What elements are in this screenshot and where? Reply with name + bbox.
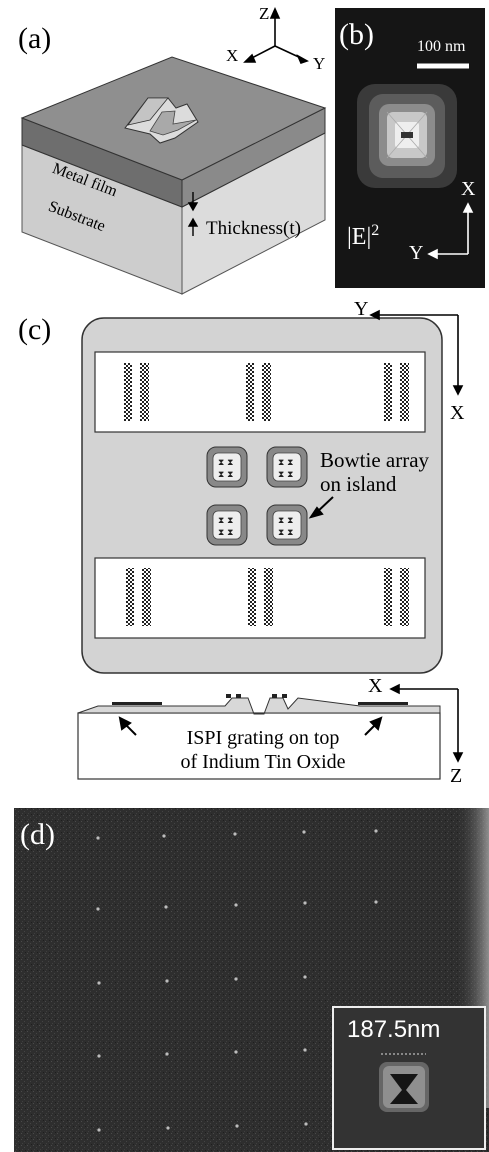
panel-d-label: (d) [20,818,55,851]
axis-z-label: Z [259,4,270,23]
panel-c-label: (c) [18,313,52,346]
top-grating-window [94,351,426,433]
bowtie-dots [96,829,378,1132]
sem-image [14,808,489,1152]
bowtie-array-label: Bowtie array on island [320,448,429,496]
field-exponent: 2 [371,222,380,239]
chip-layout: ⧗ ⧗ ⧗ ⧗ ⧗ ⧗ ⧗ ⧗ ⧗ ⧗ ⧗ ⧗ ⧗ ⧗ ⧗ ⧗ [77,309,464,780]
svg-text:⧗ ⧗: ⧗ ⧗ [278,528,294,538]
top-gratings [124,363,409,421]
panel-b-label: (b) [339,18,374,51]
panel-a-label: (a) [18,22,52,55]
panel-b: (b) 100 nm |E|2 X Y [335,8,485,288]
field-symbol: |E| [347,224,372,250]
axis-x-c-label: X [450,402,465,424]
axis-y-c-label: Y [354,298,369,320]
axis-y-label: Y [313,54,326,73]
bowtie-glyphs: ⧗ ⧗ ⧗ ⧗ ⧗ ⧗ ⧗ ⧗ ⧗ ⧗ ⧗ ⧗ ⧗ ⧗ ⧗ ⧗ [218,458,294,538]
panel-d: (d) 187.5nm [14,808,489,1152]
svg-text:⧗ ⧗: ⧗ ⧗ [218,516,234,526]
svg-text:⧗ ⧗: ⧗ ⧗ [278,516,294,526]
scale-bar-label: 100 nm [417,38,466,55]
inset-dimension-label: 187.5nm [347,1016,441,1043]
ispi-label-line1: ISPI grating on top [186,727,340,749]
ispi-arrows [118,716,383,736]
axes-b [427,202,474,260]
island-pointer-arrow [308,496,334,519]
svg-text:⧗ ⧗: ⧗ ⧗ [218,458,234,468]
bowtie-array-label-line2: on island [320,472,397,496]
svg-text:⧗ ⧗: ⧗ ⧗ [218,470,234,480]
bowtie-islands [206,446,308,546]
ispi-label: ISPI grating on top of Indium Tin Oxide [152,726,374,774]
panel-c: (c) [0,295,489,795]
metal-film-schematic [20,7,327,295]
thickness-label: Thickness(t) [206,218,301,239]
svg-text:⧗ ⧗: ⧗ ⧗ [218,528,234,538]
axis-x-b-label: X [461,178,476,200]
field-intensity-map [357,63,474,260]
axes-c-top [369,309,464,396]
svg-text:⧗ ⧗: ⧗ ⧗ [278,470,294,480]
ispi-label-line2: of Indium Tin Oxide [180,751,346,773]
bowtie-array-label-line1: Bowtie array [320,448,430,472]
field-label: |E|2 [347,222,379,251]
svg-text:⧗ ⧗: ⧗ ⧗ [278,458,294,468]
axis-z-cross-label: Z [450,765,463,787]
thickness-arrows [187,192,199,236]
axes-3d [243,7,309,64]
axis-y-b-label: Y [409,242,424,264]
axis-x-cross-label: X [368,675,383,697]
panel-a: (a) Z X Y [0,0,330,300]
axes-c-bottom [389,683,464,763]
sem-inset [332,1006,486,1150]
bowtie-aperture [124,97,199,144]
bottom-gratings [126,568,409,626]
axis-x-label: X [226,46,239,65]
